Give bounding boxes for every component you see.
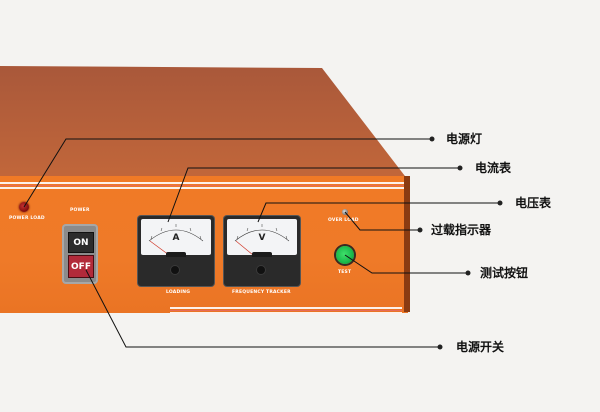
power-load-label: POWER LOAD <box>9 216 45 221</box>
voltmeter: V <box>224 216 300 286</box>
gauge-scale-icon <box>234 224 290 256</box>
callout-power-switch: 电源开关 <box>456 340 505 354</box>
ammeter-dial: A <box>141 219 211 256</box>
panel-stripe <box>170 310 402 311</box>
panel-stripe <box>170 312 402 314</box>
test-label: TEST <box>338 270 352 275</box>
switch-on-button[interactable]: ON <box>68 232 94 253</box>
callout-test-button: 测试按钮 <box>480 266 529 280</box>
callout-voltmeter: 电压表 <box>515 196 552 210</box>
panel-stripe <box>0 185 404 186</box>
ammeter: A <box>138 216 214 286</box>
callout-ammeter: 电流表 <box>475 161 512 175</box>
voltmeter-caption: FREQUENCY TRACKER <box>232 290 291 295</box>
callout-overload-indicator: 过载指示器 <box>431 223 492 237</box>
overload-label: OVER LOAD <box>328 218 359 223</box>
panel-stripe <box>0 182 404 184</box>
power-switch[interactable]: ON OFF <box>62 224 98 284</box>
power-label: POWER <box>70 208 90 213</box>
panel-stripe <box>0 187 404 189</box>
panel-stripe <box>170 307 402 309</box>
ammeter-caption: LOADING <box>166 290 191 295</box>
zero-adjust-knob[interactable] <box>171 266 179 274</box>
ammeter-unit: A <box>172 233 180 243</box>
panel-edge <box>404 176 410 312</box>
meter-slot <box>166 252 186 257</box>
meter-slot <box>252 252 272 257</box>
voltmeter-dial: V <box>227 219 297 256</box>
voltmeter-unit: V <box>258 233 266 243</box>
zero-adjust-knob[interactable] <box>257 266 265 274</box>
gauge-scale-icon <box>148 224 204 256</box>
callout-power-light: 电源灯 <box>446 132 483 146</box>
